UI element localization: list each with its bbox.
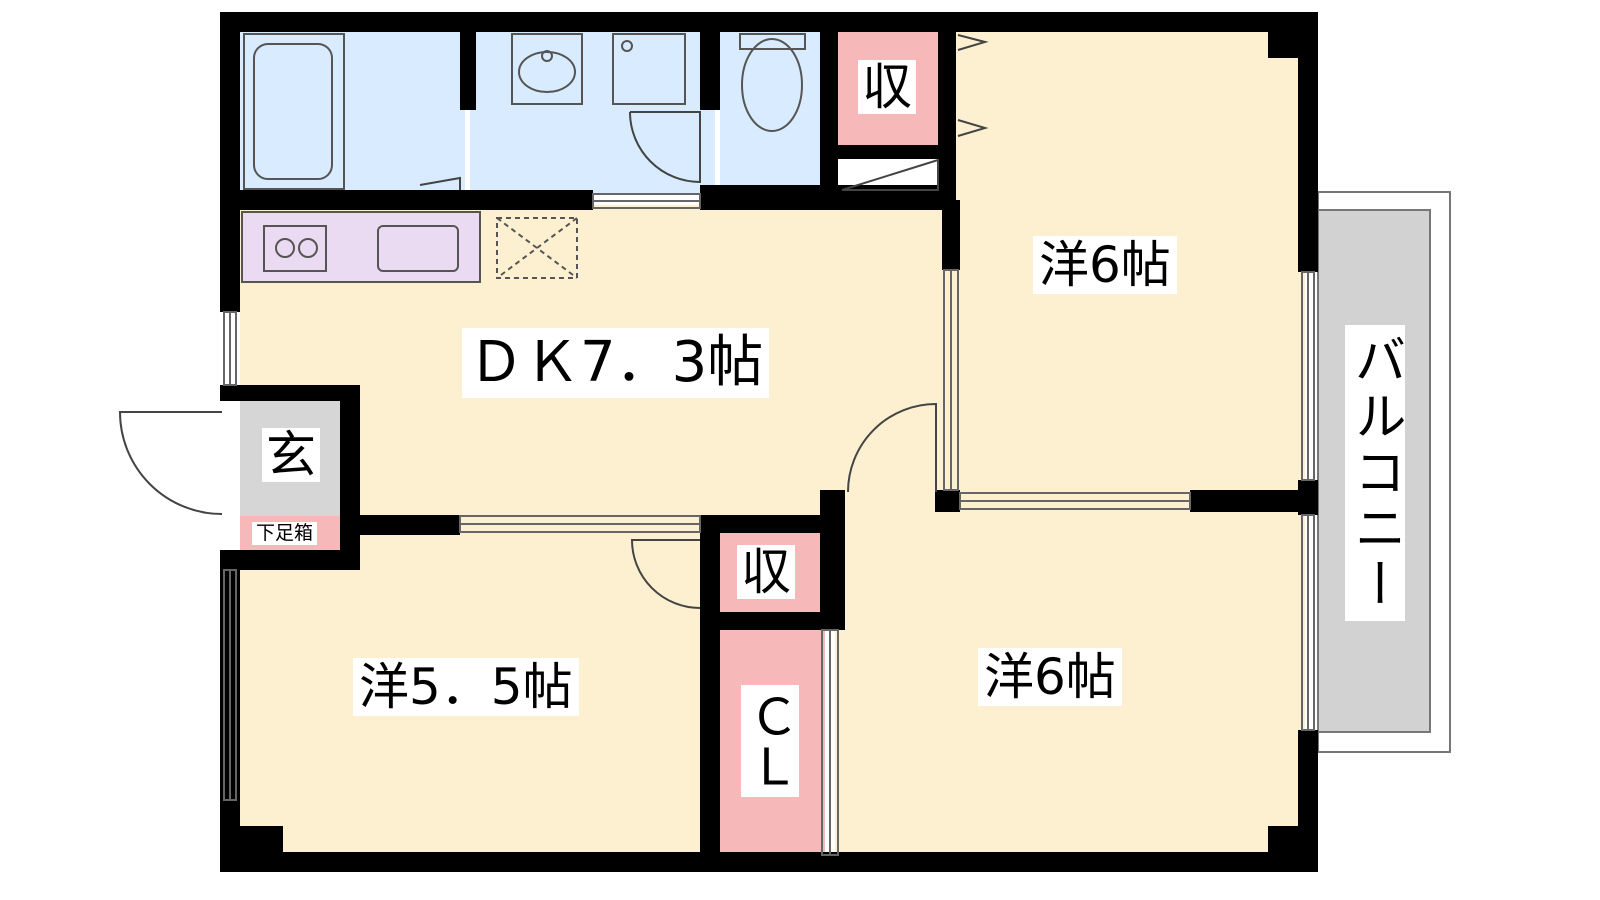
room-label-entrance: 玄 <box>262 428 320 482</box>
room-label-balcony: バルコニー <box>1345 325 1405 621</box>
walls <box>220 12 1318 872</box>
toilet-tank <box>739 33 806 50</box>
windows <box>223 193 1315 856</box>
fridge-space <box>496 217 578 279</box>
toilet-bowl <box>741 38 803 132</box>
room-label-western-ne: 洋6帖 <box>1033 236 1177 294</box>
room-label-western-se: 洋6帖 <box>978 648 1122 706</box>
room-label-shoe-box: 下足箱 <box>252 522 318 545</box>
room-label-closet: ＣＬ <box>741 685 799 797</box>
bathtub-inner <box>253 43 333 180</box>
stove-box <box>263 225 327 272</box>
washer-pan <box>612 33 686 105</box>
sink <box>377 225 459 272</box>
room-label-dk: ＤＫ7．3帖 <box>462 328 770 398</box>
room-label-western-sw: 洋5．5帖 <box>353 658 579 716</box>
fixtures <box>243 33 806 279</box>
room-label-storage-top: 収 <box>858 60 916 114</box>
balcony <box>1317 191 1451 753</box>
room-label-storage-mid: 収 <box>737 545 795 599</box>
floor-bath <box>240 30 465 195</box>
washbasin <box>511 33 583 105</box>
floor-toilet <box>720 30 830 195</box>
doors <box>118 34 989 609</box>
bathtub <box>243 33 345 190</box>
